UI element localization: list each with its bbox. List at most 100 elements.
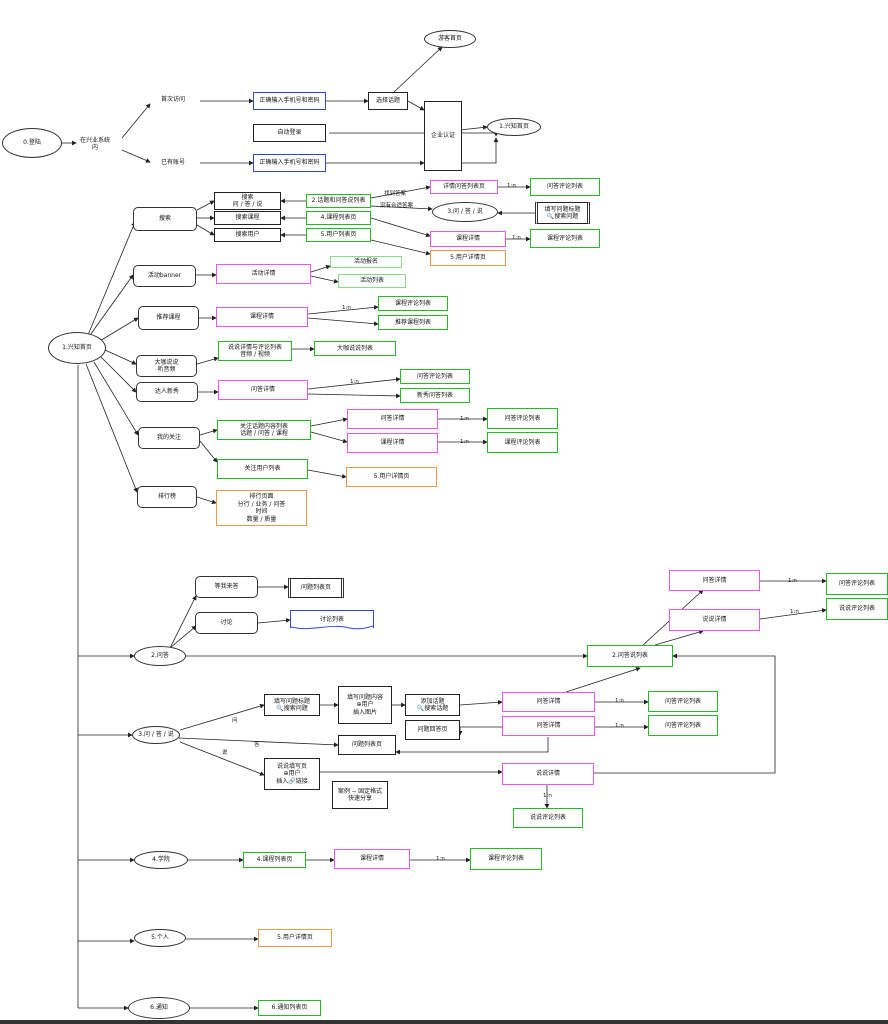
node-course-detail-4: 课程详情 — [334, 849, 410, 869]
node-personal: 5.个人 — [134, 929, 186, 947]
node-ranking: 排行榜 — [137, 486, 197, 508]
node-home: 1.兴知首页 — [48, 332, 106, 364]
node-say-comment-1: 说说评论列表 — [826, 598, 888, 620]
node-qa-detail-3: 问答详情 — [347, 409, 438, 429]
node-wait-answer: 等我来答 — [195, 576, 258, 598]
node-course-comment-1: 课程评论列表 — [530, 229, 600, 248]
label-say: 说 — [222, 750, 228, 756]
node-qa2: 2.问答 — [134, 646, 186, 666]
label-1n-k: 1:n — [543, 793, 552, 799]
node-recommend-course-list: 推荐课程列表 — [378, 315, 448, 330]
node-login: 0.登陆 — [2, 128, 62, 158]
node-qa-comment-4: 问答评论列表 — [826, 573, 888, 595]
node-discuss-list: 讨论列表 — [290, 610, 374, 630]
node-course-list-page-2: 4.课程列表页 — [243, 852, 306, 868]
node-discuss: 讨论 — [195, 612, 258, 634]
node-activity-signup: 活动报名 — [330, 256, 402, 268]
node-course-detail-1: 课程详情 — [430, 231, 506, 247]
node-course-comment-2: 课程评论列表 — [378, 296, 448, 311]
node-qa-comment-list: 问答评论列表 — [530, 178, 600, 196]
label-found-answer: 找到答案 — [384, 191, 407, 197]
node-user-detail-1: 5.用户详情页 — [430, 250, 506, 266]
node-qa-comment-2: 问答评论列表 — [400, 369, 470, 384]
label-1n-l: 1:n — [436, 856, 445, 862]
node-course-comment-3: 课程评论列表 — [487, 432, 558, 453]
node-qa-detail-list: 详情问答列表页 — [430, 180, 498, 194]
node-qa-comment-5: 问答评论列表 — [648, 691, 718, 712]
node-auto-login: 自动登录 — [253, 124, 326, 142]
node-search-user: 搜索用户 — [214, 228, 281, 242]
node-my-follow: 我的关注 — [138, 427, 200, 449]
node-guest-home: 游客首页 — [424, 30, 476, 48]
node-company-auth: 企业认证 — [424, 101, 462, 171]
node-select-topic: 选择话题 — [368, 92, 408, 110]
node-recommend-course: 推荐课程 — [138, 306, 199, 330]
node-search: 搜索 — [133, 207, 197, 231]
node-course-detail-3: 课程详情 — [347, 433, 438, 453]
node-follow-user-list: 关注用户列表 — [217, 459, 308, 479]
node-big-talk: 大咖说说 听音频 — [136, 355, 197, 377]
node-say-detail-comment: 说说详情与评论列表 音频 / 视频 — [218, 341, 292, 361]
node-home-top: 1.兴知首页 — [487, 118, 541, 136]
label-1n-f: 1:n — [460, 439, 469, 445]
node-big-talk-list: 大咖说说列表 — [314, 341, 396, 356]
label-answer: 答 — [254, 742, 260, 748]
node-say-fill-page: 说说填写页 ⊕用户 插入🔗链接 — [264, 758, 320, 790]
node-qa-detail-6: 问答详情 — [502, 716, 595, 736]
discuss-list-wave — [291, 625, 373, 630]
node-has-account: 已有账号 — [148, 155, 198, 171]
node-fill-question-content: 填写问题内容 ⊕用户 插入图片 — [338, 686, 392, 724]
node-case-template: 案例 -- 固定格式 快速分享 — [332, 781, 388, 809]
node-ask-answer-say: 3.问 / 答 / 说 — [432, 202, 498, 222]
label-1n-i: 1:n — [615, 698, 624, 704]
node-fill-question-title: 填写问题标题 🔍搜索问题 — [264, 694, 320, 716]
node-academy: 4.学院 — [134, 851, 188, 869]
node-newbie-qa-list: 新秀问答列表 — [400, 388, 470, 403]
node-qa-comment-6: 问答评论列表 — [648, 715, 718, 736]
node-activity-detail: 活动详情 — [216, 264, 311, 284]
node-search-course: 搜索课程 — [214, 211, 281, 225]
node-say-comment-2: 说说评论列表 — [513, 808, 583, 828]
node-qa-detail-5: 问答详情 — [502, 692, 595, 712]
node-qa-detail-4: 问答详情 — [669, 570, 760, 591]
node-activity-banner: 活动banner — [133, 265, 196, 287]
label-1n-j: 1:n — [615, 723, 624, 729]
node-user-list-page: 5.用户列表页 — [306, 228, 371, 242]
label-1n-e: 1:n — [460, 416, 469, 422]
node-qa-detail-2: 问答详情 — [218, 380, 308, 400]
node-notify: 6.通知 — [128, 997, 190, 1019]
label-1n-b: 1:n — [512, 235, 521, 241]
label-1n-a: 1:n — [507, 183, 516, 189]
label-1n-g: 1:n — [788, 578, 797, 584]
node-say-detail-1: 说说详情 — [669, 609, 760, 631]
node-first-visit: 首次访问 — [148, 92, 198, 108]
node-notify-list: 6.通知列表页 — [258, 1000, 321, 1016]
node-qa-comment-3: 问答评论列表 — [487, 408, 558, 429]
label-1n-h: 1:n — [790, 609, 799, 615]
node-input-phone-2: 正确输入手机号和密码 — [253, 154, 326, 172]
node-say-detail-2: 说说详情 — [502, 763, 594, 785]
label-no-answer: 没有合适答案 — [380, 203, 414, 209]
node-follow-topic-list: 关注话题内容列表 话题 / 问答 / 课程 — [217, 420, 311, 440]
label-ask: 问 — [232, 718, 238, 724]
node-qa-say-list: 2.问答说列表 — [587, 645, 673, 667]
node-answer-question-page: 问题回答页 — [405, 720, 460, 740]
label-1n-d: 1:n — [350, 379, 359, 385]
node-course-detail-2: 课程详情 — [216, 307, 308, 327]
node-add-topic: 添加话题 🔍搜索话题 — [405, 694, 460, 716]
node-course-comment-4: 课程评论列表 — [470, 848, 542, 870]
node-expert-newbie: 达人新秀 — [136, 382, 198, 402]
node-activity-list: 活动列表 — [338, 274, 406, 288]
node-user-detail-3: 5.用户详情页 — [258, 929, 332, 947]
node-topic-qa-list: 2.话题和问答说列表 — [306, 194, 371, 208]
node-input-phone-1: 正确输入手机号和密码 — [253, 92, 326, 110]
node-ask3: 3.问 / 答 / 说 — [132, 726, 180, 744]
node-question-list-page: 问题列表页 — [288, 578, 344, 598]
node-search-qa: 搜索 问 / 答 / 说 — [214, 192, 281, 210]
node-question-list-page-2: 问题列表页 — [338, 735, 396, 755]
label-1n-c: 1:n — [342, 305, 351, 311]
node-ranking-page: 排行页面 分行 / 业务 / 问答 时间 数量 / 质量 — [216, 490, 307, 526]
node-fill-title-search: 填写问题标题 🔍搜索问题 — [535, 202, 590, 224]
